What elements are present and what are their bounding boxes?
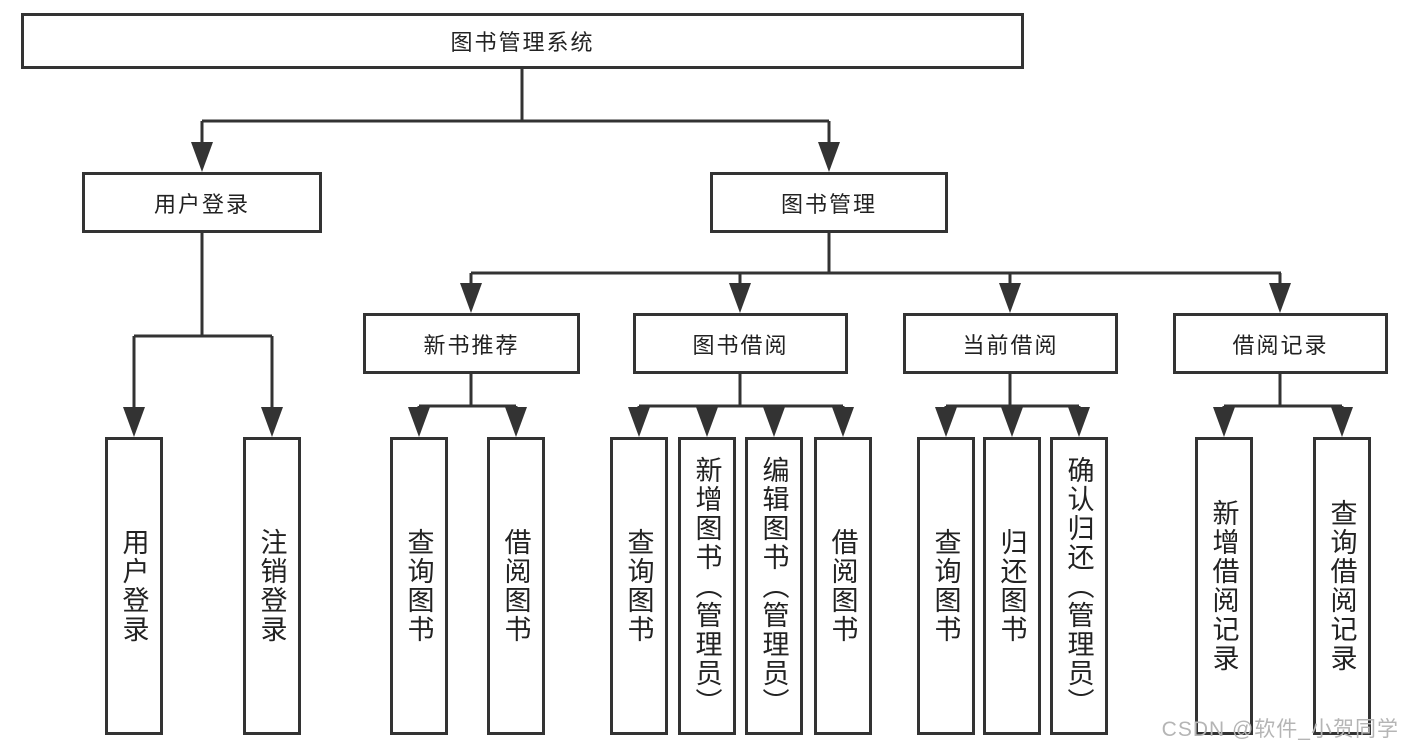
leaf-edit-books-admin: 编辑图书（管理员）: [745, 437, 803, 735]
leaf-label: 查询借阅记录: [1326, 499, 1357, 673]
node-user-login: 用户登录: [82, 172, 322, 233]
leaf-label: 查询图书: [623, 528, 654, 644]
leaf-label: 归还图书: [996, 528, 1027, 644]
node-book-borrowing: 图书借阅: [633, 313, 848, 374]
node-label: 图书管理系统: [450, 30, 595, 55]
leaf-label: 新增借阅记录: [1208, 499, 1239, 673]
leaf-borrow-books-recommend: 借阅图书: [487, 437, 545, 735]
leaf-query-books-recommend: 查询图书: [390, 437, 448, 735]
leaf-logout: 注销登录: [243, 437, 301, 735]
node-label: 借阅记录: [1232, 332, 1329, 358]
node-label: 图书借阅: [692, 332, 789, 358]
leaf-return-books: 归还图书: [983, 437, 1041, 735]
node-label: 用户登录: [153, 191, 250, 217]
leaf-label: 借阅图书: [827, 528, 858, 644]
leaf-confirm-return-admin: 确认归还（管理员）: [1050, 437, 1108, 735]
node-borrowing-records: 借阅记录: [1173, 313, 1388, 374]
node-book-management: 图书管理: [710, 172, 948, 233]
leaf-add-books-admin: 新增图书（管理员）: [678, 437, 736, 735]
leaf-label: 确认归还（管理员）: [1063, 455, 1094, 717]
leaf-add-borrow-record: 新增借阅记录: [1195, 437, 1253, 735]
leaf-label: 新增图书（管理员）: [691, 455, 722, 717]
leaf-query-books-borrowing: 查询图书: [610, 437, 668, 735]
leaf-label: 用户登录: [118, 528, 149, 644]
node-new-book-recommend: 新书推荐: [363, 313, 580, 374]
leaf-label: 查询图书: [930, 528, 961, 644]
leaf-label: 借阅图书: [500, 528, 531, 644]
csdn-watermark: CSDN @软件_小贺同学: [1161, 718, 1399, 741]
node-label: 当前借阅: [962, 332, 1059, 358]
leaf-user-login: 用户登录: [105, 437, 163, 735]
node-label: 图书管理: [780, 191, 877, 217]
leaf-borrow-books-borrowing: 借阅图书: [814, 437, 872, 735]
node-label: 新书推荐: [423, 332, 520, 358]
leaf-label: 注销登录: [256, 528, 287, 644]
leaf-query-books-current: 查询图书: [917, 437, 975, 735]
leaf-label: 编辑图书（管理员）: [758, 455, 789, 717]
leaf-query-borrow-record: 查询借阅记录: [1313, 437, 1371, 735]
node-current-borrowing: 当前借阅: [903, 313, 1118, 374]
leaf-label: 查询图书: [403, 528, 434, 644]
node-root-library-system: 图书管理系统: [21, 13, 1024, 69]
